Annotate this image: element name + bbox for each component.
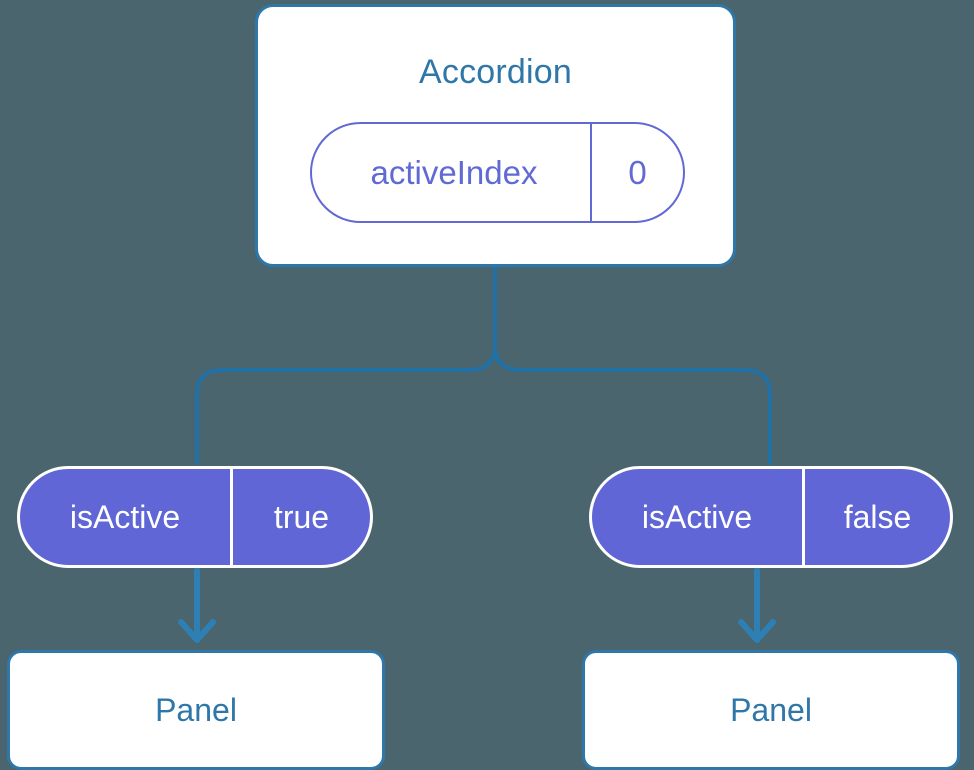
arrow-left-head-icon [178, 619, 216, 643]
panel-label-right: Panel [730, 692, 812, 728]
panel-node-right: Panel [582, 650, 960, 770]
accordion-node: Accordion activeIndex 0 [255, 4, 736, 267]
active-index-state-pill: activeIndex 0 [310, 122, 685, 223]
accordion-title: Accordion [419, 53, 572, 91]
is-active-key-right: isActive [592, 469, 805, 565]
is-active-value-right: false [843, 498, 912, 535]
is-active-pill-right: isActive false [589, 466, 953, 568]
is-active-value-left: true [273, 498, 330, 535]
connector-right-branch [493, 265, 772, 465]
active-index-key: activeIndex [312, 124, 592, 221]
panel-label-left: Panel [155, 692, 237, 728]
arrow-right-head-icon [738, 619, 776, 643]
panel-node-left: Panel [7, 650, 385, 770]
is-active-key-left: isActive [20, 469, 233, 565]
is-active-pill-left: isActive true [17, 466, 373, 568]
active-index-value: 0 [628, 153, 647, 191]
connector-left-branch [195, 265, 497, 465]
